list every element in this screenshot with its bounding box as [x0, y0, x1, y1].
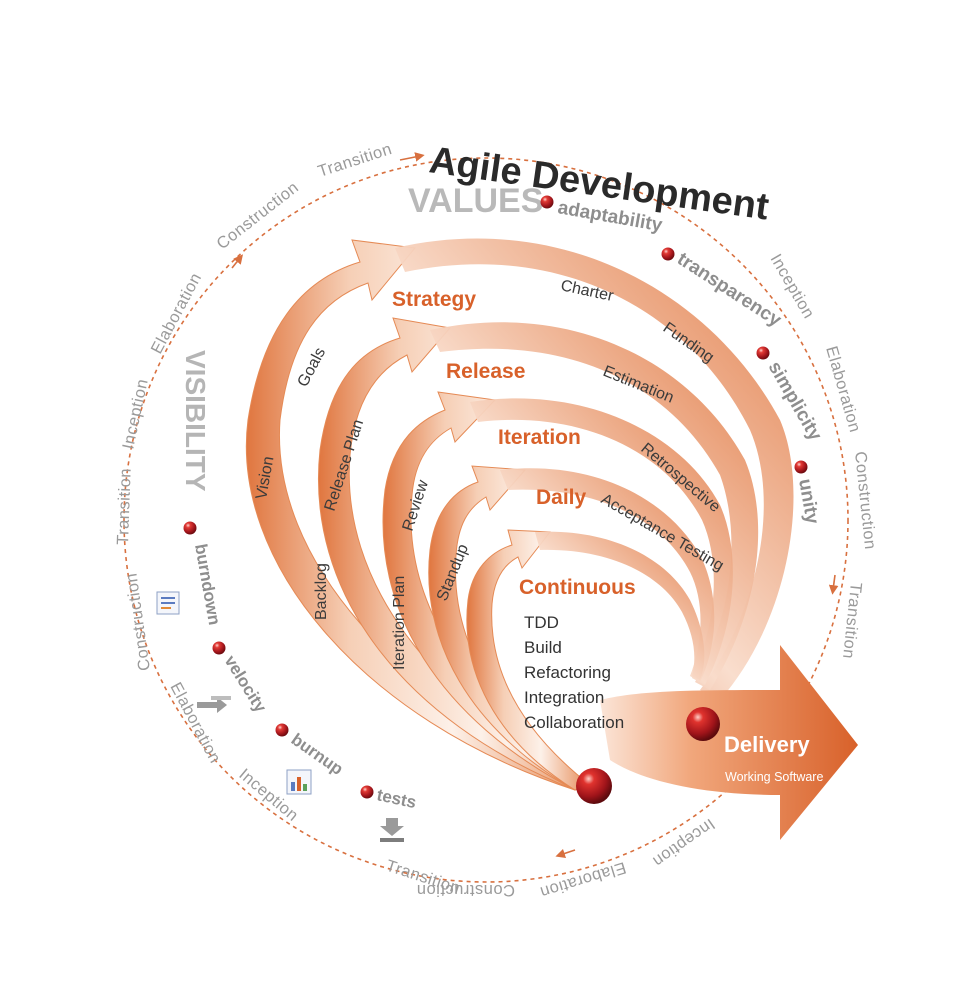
bead-unity — [794, 460, 808, 474]
visibility-tests: tests — [375, 785, 418, 812]
bead-velocity — [212, 641, 226, 655]
label-backlog: Backlog — [313, 563, 330, 620]
daily-arc — [428, 465, 592, 791]
continuous-items: TDD Build Refactoring Integration Collab… — [524, 613, 624, 732]
ring-label-elaboration-4: Elaboration — [822, 344, 864, 434]
continuous-collaboration: Collaboration — [524, 713, 624, 732]
burndown-chart-icon — [156, 591, 180, 615]
bead-simplicity — [756, 346, 770, 360]
label-iteration-plan: Iteration Plan — [391, 576, 408, 670]
burnup-chart-icon — [286, 769, 312, 795]
value-unity: unity — [794, 477, 823, 526]
bead-burndown — [183, 521, 197, 535]
level-iteration: Iteration — [498, 426, 581, 449]
values-heading: VALUES — [408, 182, 543, 220]
bead-adaptability — [540, 195, 554, 209]
visibility-heading: VISIBILITY — [180, 350, 211, 492]
arc-arrows — [246, 238, 794, 791]
ring-label-transition-2: Transition — [114, 468, 135, 545]
bead-burnup — [275, 723, 289, 737]
level-daily: Daily — [536, 486, 587, 509]
ring-arrow-right — [828, 574, 839, 595]
bead-tests — [360, 785, 374, 799]
ring-label-construction-4: Construction — [851, 451, 879, 551]
ring-label-elaboration-2: Elaboration — [166, 679, 224, 766]
continuous-integration: Integration — [524, 688, 604, 707]
ring-label-transition-4: Transition — [839, 582, 865, 660]
ring-arrow-top — [399, 152, 425, 162]
origin-bead — [576, 768, 612, 804]
ring-label-construction-3: Construction — [416, 881, 515, 899]
ring-label-transition-1: Transition — [316, 140, 395, 181]
delivery-bead — [686, 707, 720, 741]
ring-label-inception-3: Inception — [649, 815, 718, 871]
continuous-refactoring: Refactoring — [524, 663, 611, 682]
ring-label-elaboration-3: Elaboration — [538, 858, 628, 901]
continuous-tdd: TDD — [524, 613, 559, 632]
velocity-arrows-icon — [197, 696, 231, 713]
visibility-burndown: burndown — [191, 542, 224, 626]
visibility-velocity: velocity — [221, 652, 271, 716]
delivery-label: Delivery — [724, 732, 810, 757]
ring-arrow-bottom — [555, 848, 576, 859]
delivery-sublabel: Working Software — [725, 770, 823, 784]
continuous-band — [535, 531, 705, 680]
ring-label-inception-1: Inception — [119, 377, 151, 451]
outer-ring — [123, 157, 849, 883]
ring-label-elaboration-1: Elaboration — [148, 270, 206, 357]
continuous-arc — [466, 529, 592, 791]
level-continuous: Continuous — [519, 576, 636, 599]
ring-arrow-left — [231, 254, 243, 269]
daily-band — [500, 468, 715, 682]
bead-transparency — [661, 247, 675, 261]
tests-download-icon — [380, 818, 404, 842]
iteration-band — [470, 398, 733, 685]
label-goals: Goals — [295, 345, 330, 390]
level-release: Release — [446, 360, 525, 383]
level-strategy: Strategy — [392, 288, 476, 311]
delivery-arrow — [600, 645, 858, 840]
release-band — [430, 322, 759, 690]
continuous-build: Build — [524, 638, 562, 657]
ring-label-construction-2: Construction — [122, 572, 154, 672]
